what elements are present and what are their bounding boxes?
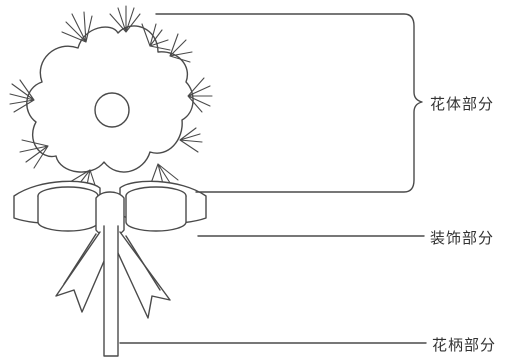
flower-head-bracket [156, 14, 422, 192]
flower-head-label: 花体部分 [430, 95, 494, 113]
stem [104, 226, 118, 356]
flower-head [27, 26, 193, 172]
decoration-label: 装饰部分 [430, 229, 494, 247]
stem-outline [104, 226, 118, 356]
flower-center [95, 93, 129, 127]
stem-label: 花柄部分 [432, 336, 496, 354]
